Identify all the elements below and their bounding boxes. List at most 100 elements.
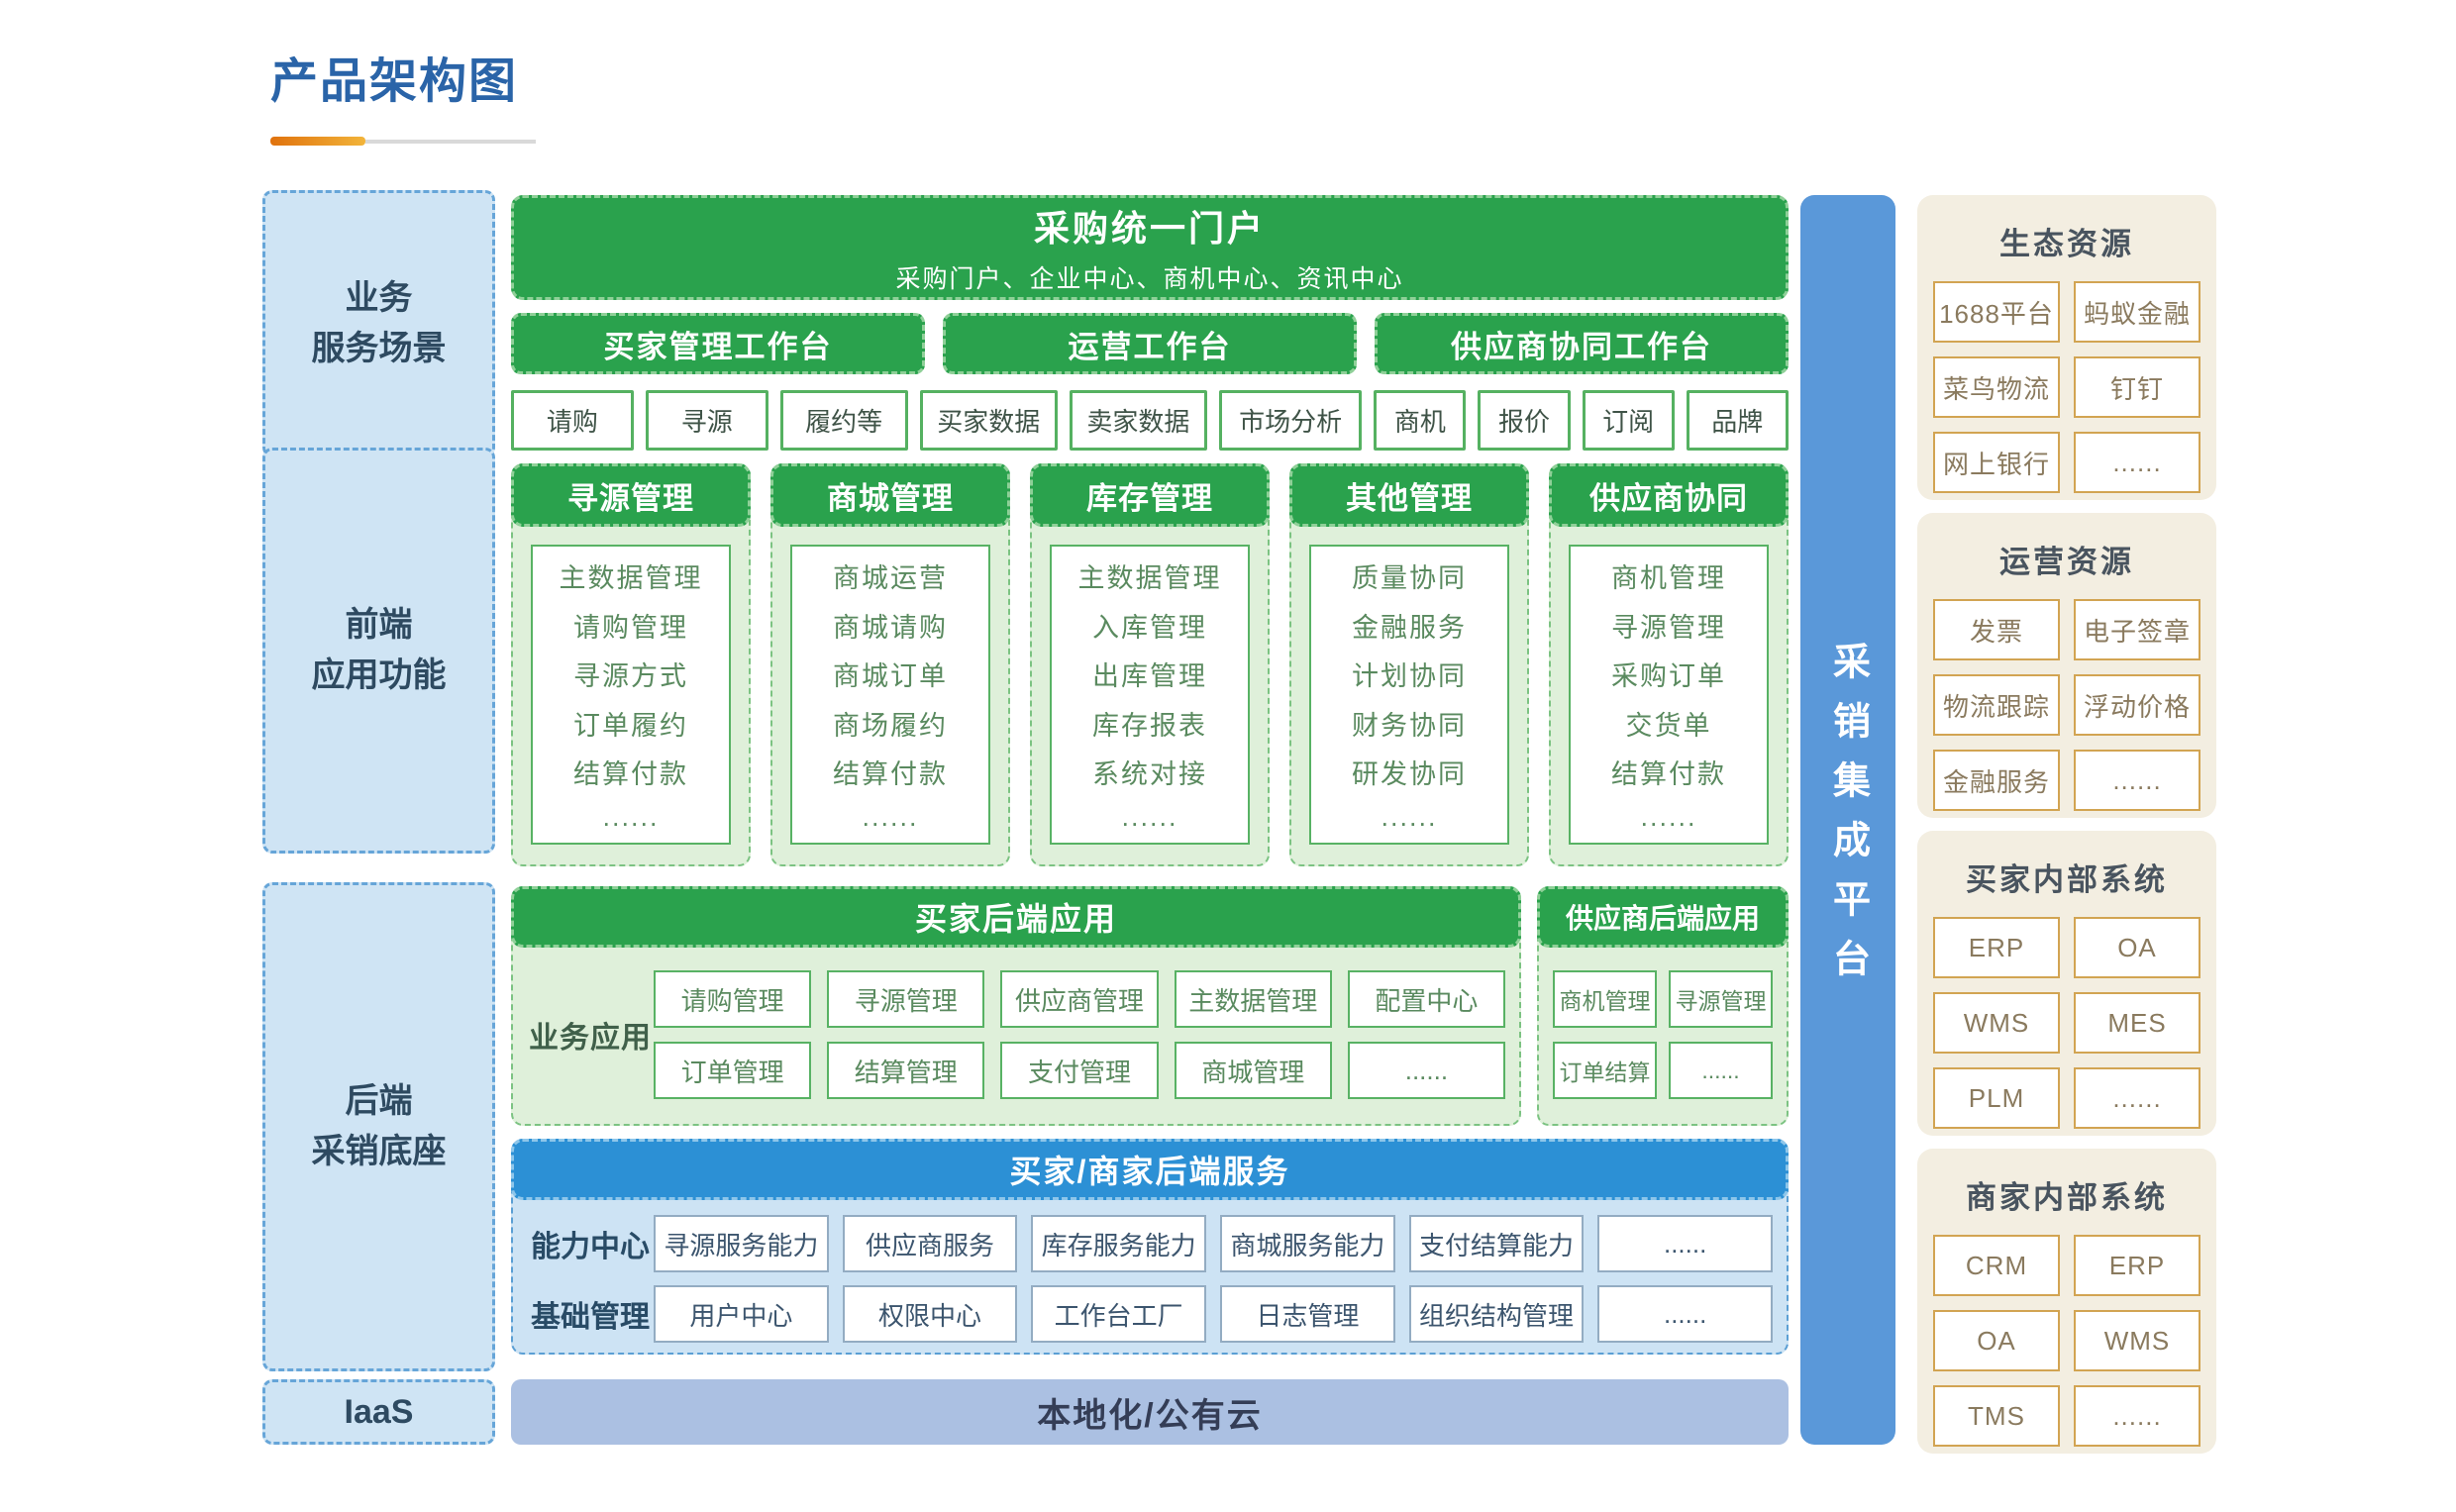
rail-business-scenarios: 业务 服务场景 [262, 190, 495, 457]
resource-box: CRM [1933, 1235, 2060, 1296]
scenario-item: 履约等 [779, 390, 908, 451]
resource-box: 菜鸟物流 [1933, 356, 2060, 418]
panel-grid: ERP OA WMS MES PLM ...... [1933, 917, 2200, 1129]
column-title: 商城管理 [770, 463, 1010, 527]
app-box: 寻源管理 [827, 970, 985, 1028]
supplier-backend-title: 供应商后端应用 [1537, 886, 1789, 948]
list-item: 研发协同 [1352, 759, 1467, 790]
app-box: 配置中心 [1347, 970, 1505, 1028]
list-item: 寻源管理 [1611, 612, 1726, 643]
resource-box: OA [2074, 917, 2200, 978]
resource-box: 蚂蚁金融 [2074, 281, 2200, 343]
list-item: 结算付款 [1611, 759, 1726, 790]
buyer-backend-body: 业务应用 请购管理 寻源管理 供应商管理 主数据管理 配置中心 订单管理 结算管… [527, 959, 1505, 1110]
supplier-backend-grid: 商机管理 寻源管理 订单结算 ...... [1553, 970, 1773, 1099]
list-item: ...... [1121, 801, 1178, 832]
resource-box: ...... [2074, 750, 2200, 811]
column-list: 主数据管理 入库管理 出库管理 库存报表 系统对接 ...... [1050, 545, 1250, 845]
scenario-item: 市场分析 [1219, 390, 1363, 451]
column-inventory-mgmt: 库存管理 主数据管理 入库管理 出库管理 库存报表 系统对接 ...... [1030, 463, 1270, 866]
scenario-item: 请购 [511, 390, 634, 451]
portal-title: 采购统一门户 [1033, 208, 1266, 249]
title-underline-rule [365, 140, 536, 144]
app-box: 商城管理 [1174, 1042, 1332, 1099]
column-list: 主数据管理 请购管理 寻源方式 订单履约 结算付款 ...... [531, 545, 731, 845]
column-list: 商城运营 商城请购 商城订单 商场履约 结算付款 ...... [790, 545, 990, 845]
list-item: 系统对接 [1092, 759, 1207, 790]
column-mall-mgmt: 商城管理 商城运营 商城请购 商城订单 商场履约 结算付款 ...... [770, 463, 1010, 866]
list-item: ...... [862, 801, 919, 832]
list-item: 商场履约 [833, 710, 948, 741]
foundation-grid: 用户中心 权限中心 工作台工厂 日志管理 组织结构管理 ...... [654, 1285, 1773, 1343]
page-title: 产品架构图 [270, 55, 519, 108]
buyer-backend-title: 买家后端应用 [511, 886, 1521, 948]
column-list: 商机管理 寻源管理 采购订单 交货单 结算付款 ...... [1569, 545, 1769, 845]
scenario-row: 请购 寻源 履约等 买家数据 卖家数据 市场分析 商机 报价 订阅 品牌 [511, 390, 1789, 451]
service-box: 组织结构管理 [1408, 1285, 1585, 1343]
supplier-backend-band: 供应商后端应用 商机管理 寻源管理 订单结算 ...... [1537, 886, 1789, 1126]
capability-grid: 寻源服务能力 供应商服务 库存服务能力 商城服务能力 支付结算能力 ...... [654, 1215, 1773, 1272]
buyer-backend-grid: 请购管理 寻源管理 供应商管理 主数据管理 配置中心 订单管理 结算管理 支付管… [654, 970, 1505, 1099]
title-underline-accent [270, 137, 365, 146]
rail-backend-base: 后端 采销底座 [262, 882, 495, 1371]
portal-subtitle: 采购门户、企业中心、商机中心、资讯中心 [895, 265, 1404, 293]
resource-box: ...... [2074, 432, 2200, 493]
app-box: 结算管理 [827, 1042, 985, 1099]
app-box: 主数据管理 [1174, 970, 1332, 1028]
app-box: 供应商管理 [1000, 970, 1159, 1028]
rail-iaas: IaaS [262, 1379, 495, 1445]
buyer-backend-band: 买家后端应用 业务应用 请购管理 寻源管理 供应商管理 主数据管理 配置中心 订… [511, 886, 1521, 1126]
scenario-item: 订阅 [1582, 390, 1675, 451]
app-box: ...... [1669, 1042, 1773, 1099]
app-box: ...... [1347, 1042, 1505, 1099]
capability-row-label: 能力中心 [531, 1231, 650, 1263]
scenario-item: 品牌 [1686, 390, 1789, 451]
panel-grid: 1688平台 蚂蚁金融 菜鸟物流 钉钉 网上银行 ...... [1933, 281, 2200, 493]
list-item: 金融服务 [1352, 612, 1467, 643]
resource-box: ...... [2074, 1067, 2200, 1129]
service-box: 日志管理 [1220, 1285, 1395, 1343]
panel-title: 商家内部系统 [1966, 1180, 2168, 1215]
workbench-buyer: 买家管理工作台 [511, 313, 925, 374]
list-item: 出库管理 [1092, 661, 1207, 692]
service-box: 用户中心 [654, 1285, 829, 1343]
app-box: 寻源管理 [1669, 970, 1773, 1028]
service-box: ...... [1597, 1285, 1773, 1343]
list-item: 请购管理 [573, 612, 688, 643]
backend-services-band: 买家/商家后端服务 能力中心 寻源服务能力 供应商服务 库存服务能力 商城服务能… [511, 1139, 1789, 1355]
portal-banner: 采购统一门户 采购门户、企业中心、商机中心、资讯中心 [511, 195, 1789, 300]
list-item: 商城运营 [833, 563, 948, 594]
column-title: 库存管理 [1030, 463, 1270, 527]
column-sourcing-mgmt: 寻源管理 主数据管理 请购管理 寻源方式 订单履约 结算付款 ...... [511, 463, 751, 866]
resource-box: 网上银行 [1933, 432, 2060, 493]
resource-box: PLM [1933, 1067, 2060, 1129]
resource-box: 金融服务 [1933, 750, 2060, 811]
panel-title: 生态资源 [1999, 227, 2134, 261]
list-item: 结算付款 [833, 759, 948, 790]
list-item: 质量协同 [1352, 563, 1467, 594]
app-box: 订单结算 [1553, 1042, 1657, 1099]
app-box: 支付管理 [1000, 1042, 1159, 1099]
resource-box: ERP [1933, 917, 2060, 978]
panel-title: 买家内部系统 [1966, 862, 2168, 897]
cloud-bar: 本地化/公有云 [511, 1379, 1789, 1445]
resource-box: 1688平台 [1933, 281, 2060, 343]
resource-box: ...... [2074, 1385, 2200, 1447]
service-box: 工作台工厂 [1031, 1285, 1206, 1343]
list-item: 主数据管理 [1077, 563, 1222, 594]
resource-box: 发票 [1933, 599, 2060, 660]
service-box: 寻源服务能力 [654, 1215, 829, 1272]
foundation-row: 基础管理 用户中心 权限中心 工作台工厂 日志管理 组织结构管理 ...... [527, 1285, 1773, 1343]
rail-frontend-functions: 前端 应用功能 [262, 448, 495, 854]
panel-grid: 发票 电子签章 物流跟踪 浮动价格 金融服务 ...... [1933, 599, 2200, 811]
scenario-item: 商机 [1374, 390, 1467, 451]
list-item: ...... [1640, 801, 1697, 832]
integration-platform-bar: 采销集成平台 [1800, 195, 1895, 1445]
workbench-row: 买家管理工作台 运营工作台 供应商协同工作台 [511, 313, 1789, 374]
list-item: 入库管理 [1092, 612, 1207, 643]
supplier-backend-body: 商机管理 寻源管理 订单结算 ...... [1553, 959, 1773, 1110]
resource-box: 物流跟踪 [1933, 674, 2060, 736]
resource-box: OA [1933, 1310, 2060, 1371]
resource-box: TMS [1933, 1385, 2060, 1447]
